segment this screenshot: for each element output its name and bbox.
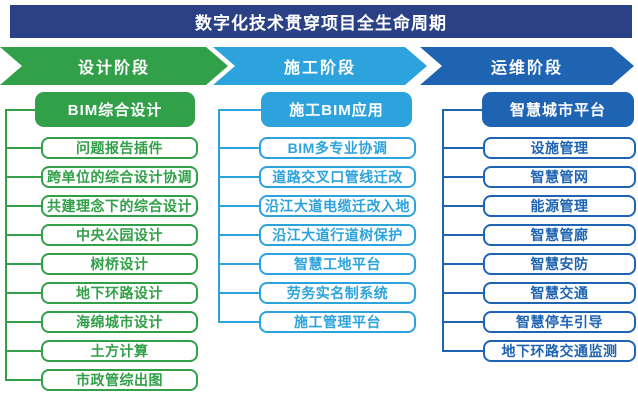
item-box-design-0: 问题报告插件 — [41, 137, 198, 159]
item-box-design-3: 中央公园设计 — [41, 224, 198, 246]
item-box-design-5: 地下环路设计 — [41, 282, 198, 304]
connector-branch — [5, 234, 41, 236]
item-box-design-2: 共建理念下的综合设计 — [41, 195, 198, 217]
connector-trunk-design — [5, 109, 7, 381]
connector-branch — [5, 205, 41, 207]
item-box-design-7: 土方计算 — [41, 340, 198, 362]
item-box-construction-0: BIM多专业协调 — [259, 137, 416, 159]
item-box-construction-2: 沿江大道电缆迁改入地 — [259, 195, 416, 217]
item-box-design-6: 海绵城市设计 — [41, 311, 198, 333]
item-box-operation-5: 智慧交通 — [483, 282, 636, 304]
phase-arrow-design: 设计阶段 — [0, 47, 228, 85]
connector-branch — [218, 234, 259, 236]
connector-branch — [442, 147, 483, 149]
phase-arrow-construction: 施工阶段 — [213, 47, 427, 85]
connector-branch — [218, 147, 259, 149]
connector-branch — [442, 109, 482, 111]
connector-branch — [5, 379, 41, 381]
column-header-construction: 施工BIM应用 — [261, 92, 412, 127]
item-box-operation-1: 智慧管网 — [483, 166, 636, 188]
diagram-title: 数字化技术贯穿项目全生命周期 — [10, 5, 632, 38]
connector-branch — [442, 350, 483, 352]
item-box-design-4: 树桥设计 — [41, 253, 198, 275]
connector-trunk-construction — [218, 109, 220, 323]
connector-branch — [218, 263, 259, 265]
connector-branch — [442, 234, 483, 236]
column-header-design: BIM综合设计 — [35, 92, 195, 127]
connector-branch — [5, 109, 35, 111]
phase-arrow-operation: 运维阶段 — [420, 47, 634, 85]
item-box-operation-2: 能源管理 — [483, 195, 636, 217]
item-box-operation-3: 智慧管廊 — [483, 224, 636, 246]
connector-branch — [5, 292, 41, 294]
connector-branch — [218, 205, 259, 207]
connector-branch — [5, 263, 41, 265]
item-box-operation-4: 智慧安防 — [483, 253, 636, 275]
connector-branch — [5, 321, 41, 323]
connector-branch — [442, 205, 483, 207]
connector-branch — [5, 350, 41, 352]
item-box-operation-0: 设施管理 — [483, 137, 636, 159]
connector-trunk-operation — [442, 109, 444, 352]
item-box-operation-6: 智慧停车引导 — [483, 311, 636, 333]
item-box-operation-7: 地下环路交通监测 — [483, 340, 636, 362]
connector-branch — [5, 176, 41, 178]
item-box-construction-5: 劳务实名制系统 — [259, 282, 416, 304]
item-box-construction-4: 智慧工地平台 — [259, 253, 416, 275]
connector-branch — [218, 176, 259, 178]
connector-branch — [442, 263, 483, 265]
connector-branch — [218, 109, 261, 111]
column-header-operation: 智慧城市平台 — [482, 92, 634, 127]
item-box-construction-6: 施工管理平台 — [259, 311, 416, 333]
item-box-design-8: 市政管综出图 — [41, 369, 198, 391]
item-box-design-1: 跨单位的综合设计协调 — [41, 166, 198, 188]
item-box-construction-1: 道路交叉口管线迁改 — [259, 166, 416, 188]
connector-branch — [218, 292, 259, 294]
item-box-construction-3: 沿江大道行道树保护 — [259, 224, 416, 246]
connector-branch — [218, 321, 259, 323]
connector-branch — [5, 147, 41, 149]
connector-branch — [442, 321, 483, 323]
connector-branch — [442, 292, 483, 294]
connector-branch — [442, 176, 483, 178]
